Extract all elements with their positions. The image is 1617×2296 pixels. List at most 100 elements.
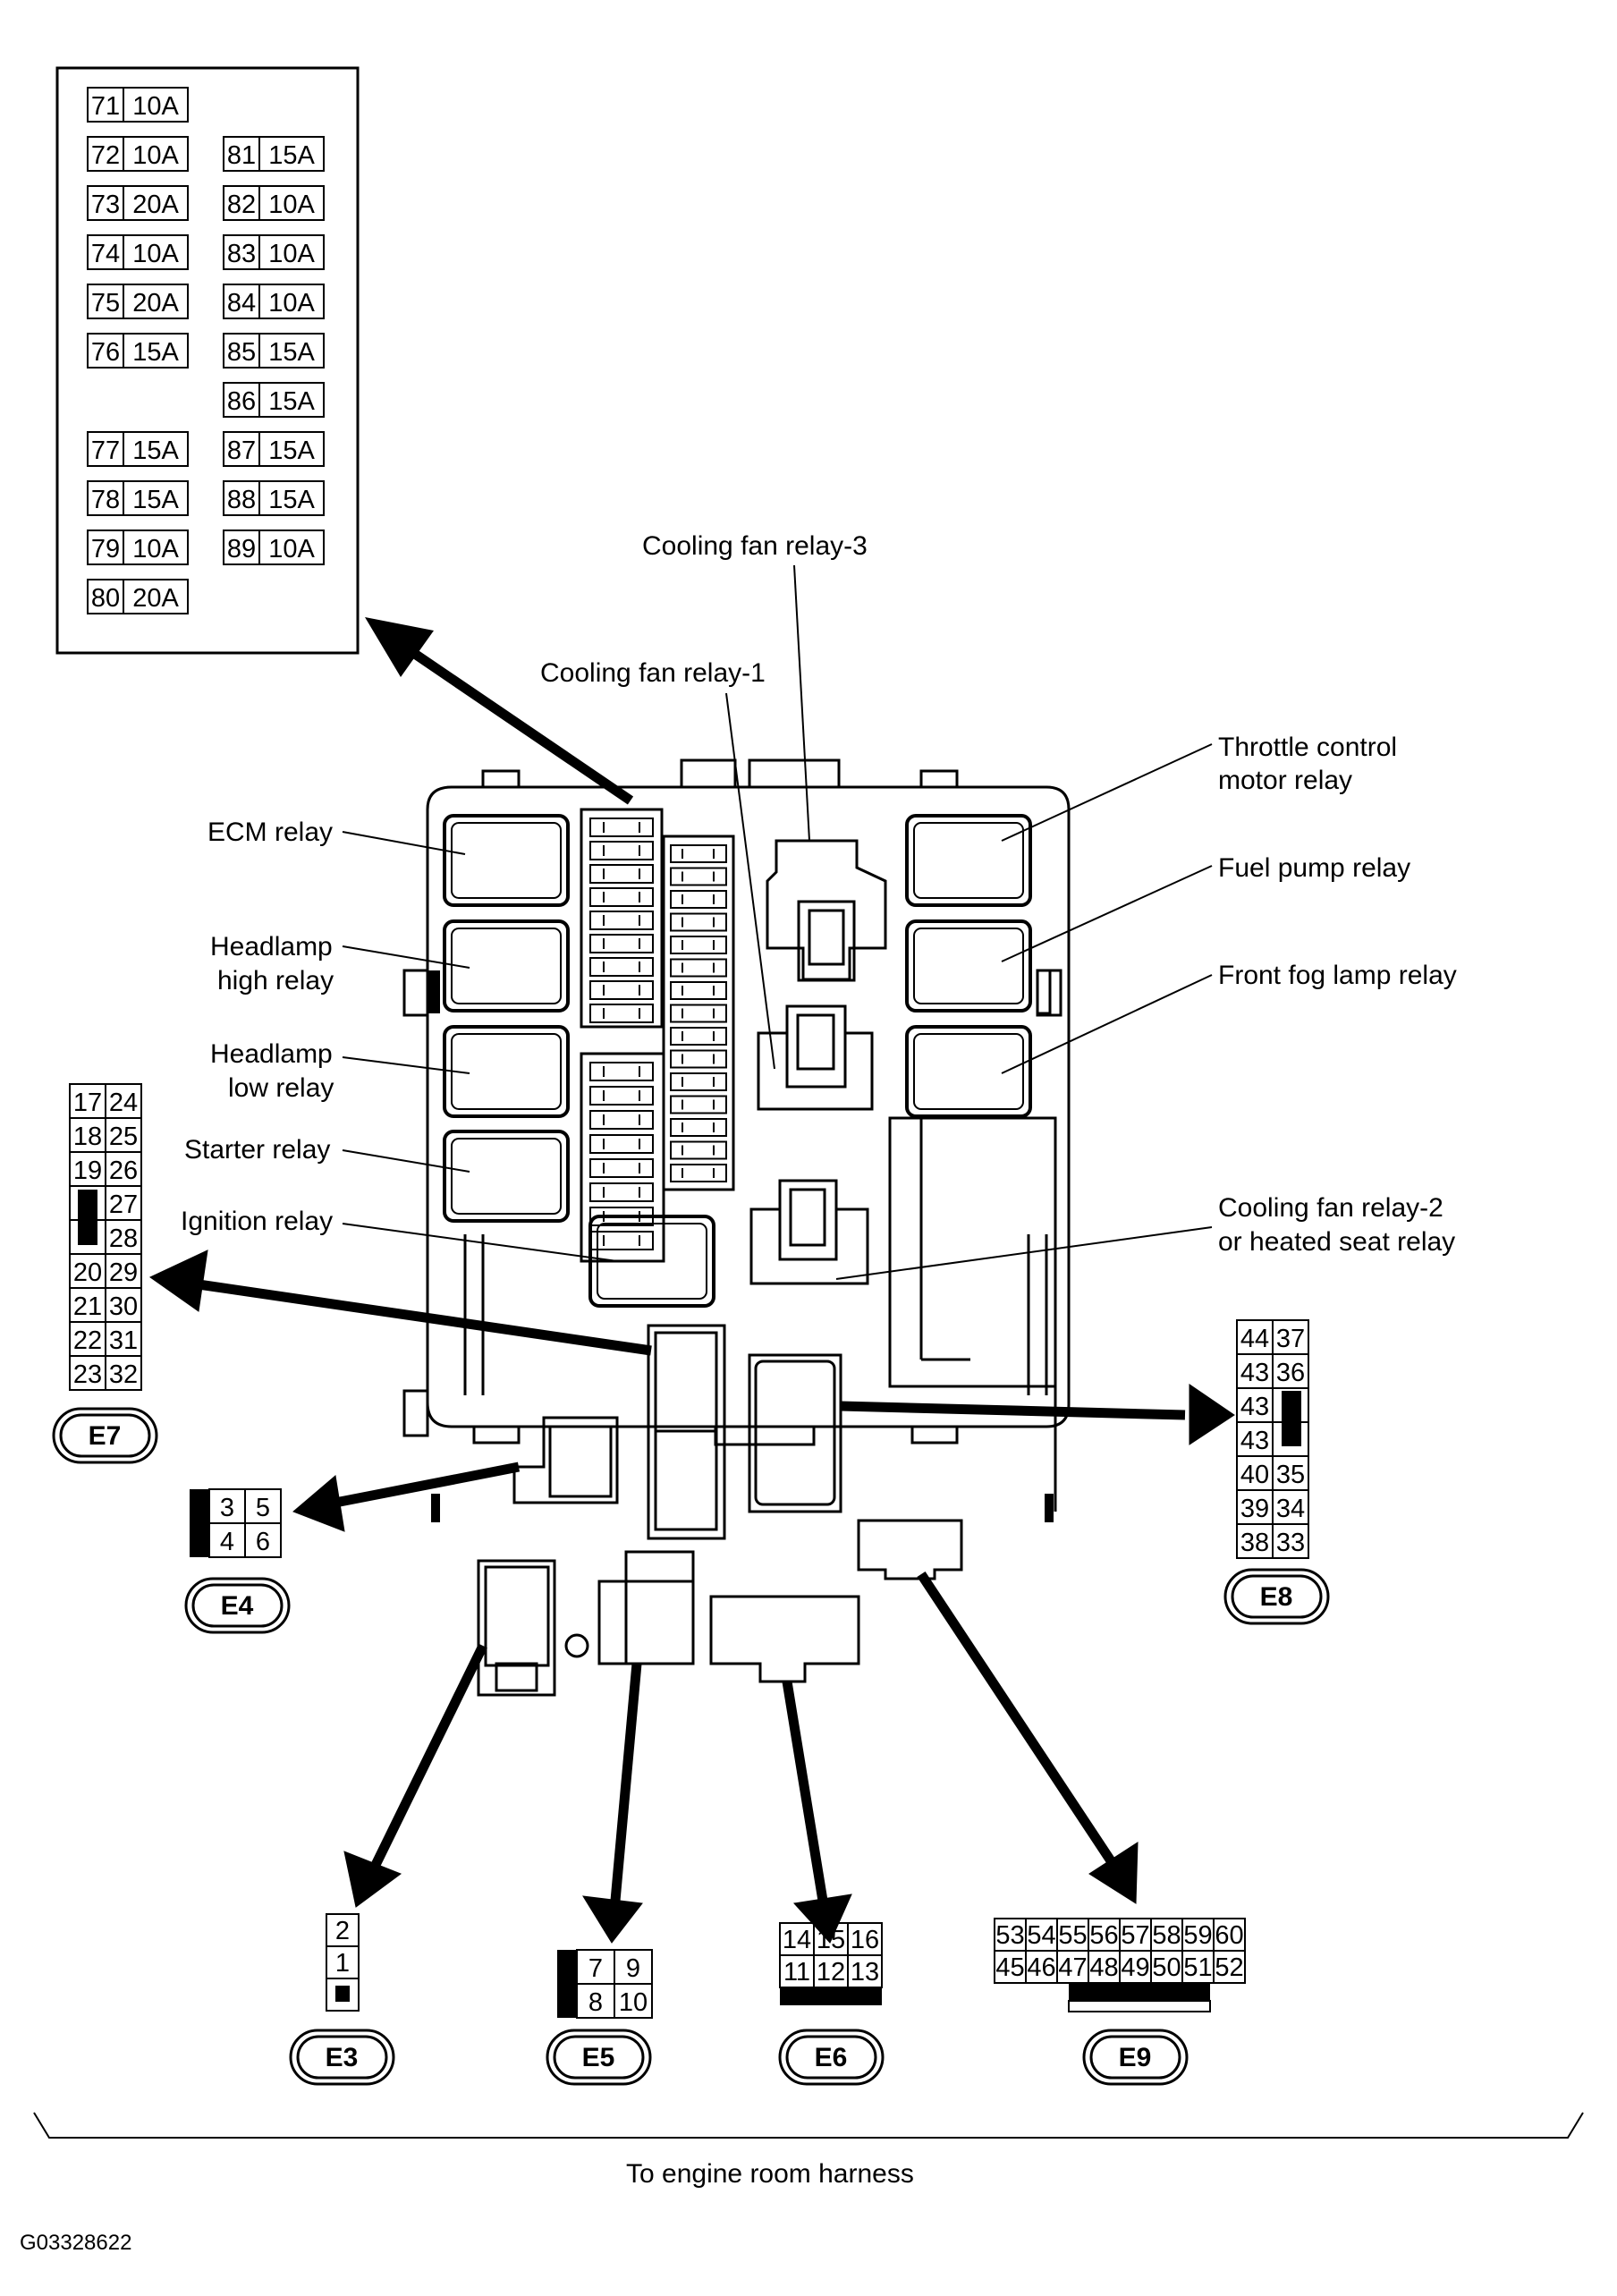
connector-label-e3: E3 [326,2043,359,2072]
pin-cell: 20 [69,1253,106,1289]
pin-number: 1 [335,1949,350,1978]
pin-number: 25 [109,1123,138,1151]
pin-cell: 25 [105,1117,142,1153]
label-ecm-relay: ECM relay [207,818,333,847]
pin-number: 20 [73,1258,102,1287]
pin-cell: 54 [1025,1918,1058,1952]
pin-cell: 1 [326,1945,360,1979]
pin-number: 28 [109,1224,138,1253]
pin-number: 24 [109,1089,138,1117]
fuse-number: 85 [227,338,256,367]
pin-cell: 28 [105,1219,142,1255]
pin-number: 13 [851,1958,879,1987]
fuse-number: 74 [91,240,120,268]
fuse-entry-89: 89 10A [223,530,325,565]
side-clip-right [1036,969,1052,1015]
label-headlamp-high-line1: Headlamp [210,932,333,962]
pin-number: 54 [1027,1921,1055,1950]
figure-code: G03328622 [20,2231,131,2255]
connector-badge-e8: E8 [1223,1568,1330,1625]
pin-cell: 35 [1272,1455,1309,1491]
pin-cell: 27 [105,1185,142,1221]
fuse-amperage: 10A [132,240,179,268]
fuse-amperage: 10A [268,289,315,318]
left-clip [431,1494,440,1522]
fuse-amperage: 10A [268,535,315,563]
fuse-amperage: 15A [268,141,315,170]
harness-caption: To engine room harness [626,2159,914,2189]
pin-number: 9 [626,1954,640,1983]
relay-socket-headlamp-high [443,919,570,1012]
housing-connector-e3 [477,1559,589,1697]
pin-number: 15 [817,1926,845,1954]
connector-label-e5: E5 [582,2043,615,2072]
fuse-number: 72 [91,141,120,170]
pin-cell: 43 [1236,1353,1274,1389]
pin-cell: 8 [576,1983,615,2019]
pin-cell: 59 [1181,1918,1215,1952]
connector-badge-e7: E7 [52,1407,158,1464]
relay-socket-throttle [905,814,1032,907]
fuse-amperage: 20A [132,584,179,613]
pin-number: 5 [256,1494,270,1522]
fuse-amperage: 10A [132,141,179,170]
pin-number: 8 [588,1988,603,2017]
connector-e3-pins: 21 [326,1913,360,2012]
label-cooling-fan-relay-1: Cooling fan relay-1 [540,658,766,688]
pin-cell: 40 [1236,1455,1274,1491]
pin-cell: 39 [1236,1489,1274,1525]
pin-cell: 57 [1119,1918,1152,1952]
relay-socket-starter [443,1130,570,1223]
fuse-number: 89 [227,535,256,563]
relay-socket-headlamp-low [443,1025,570,1118]
label-front-fog-relay: Front fog lamp relay [1218,961,1457,990]
relay-socket-cooling-fan-3 [766,839,887,982]
pin-number: 53 [995,1921,1024,1950]
fuse-number: 71 [91,92,120,121]
pin-number: 7 [588,1954,603,1983]
pin-cell: 23 [69,1355,106,1391]
pin-cell: 48 [1088,1950,1121,1984]
pin-number: 51 [1183,1953,1212,1982]
housing-connector-e6 [709,1595,860,1683]
pin-number: 4 [220,1528,234,1556]
connector-badge-e5: E5 [546,2029,652,2086]
pin-cell: 6 [244,1522,282,1558]
pin-cell: 52 [1213,1950,1246,1984]
fuse-amperage: 15A [132,486,179,514]
connector-arrows [149,1250,1235,1944]
fuse-number: 81 [227,141,256,170]
pin-number: 23 [73,1360,102,1389]
pin-cell: 33 [1272,1523,1309,1559]
label-cooling-fan-relay-2-line2: or heated seat relay [1218,1227,1455,1257]
pin-number: 26 [109,1156,138,1185]
pin-number: 60 [1215,1921,1243,1950]
pin-number: 45 [995,1953,1024,1982]
label-cooling-fan-relay-3: Cooling fan relay-3 [642,531,868,561]
pin-cell: 51 [1181,1950,1215,1984]
connector-label-e4: E4 [221,1591,254,1621]
housing-connector-e4 [512,1416,619,1504]
fuse-number: 77 [91,436,120,465]
label-starter-relay: Starter relay [184,1135,330,1165]
pin-number: 38 [1240,1529,1269,1557]
pin-lock-marker [1282,1391,1301,1446]
fuse-entry-81: 81 15A [223,136,325,172]
housing-connector-e8 [748,1353,842,1513]
pin-cell: 32 [105,1355,142,1391]
label-throttle-relay-line1: Throttle control [1218,733,1397,762]
fuse-number: 73 [91,191,120,219]
fuse-entry-74: 74 10A [87,234,189,270]
pin-cell: 47 [1056,1950,1089,1984]
relay-socket-fuel-pump [905,919,1032,1012]
mini-fuse-block [580,808,735,1263]
